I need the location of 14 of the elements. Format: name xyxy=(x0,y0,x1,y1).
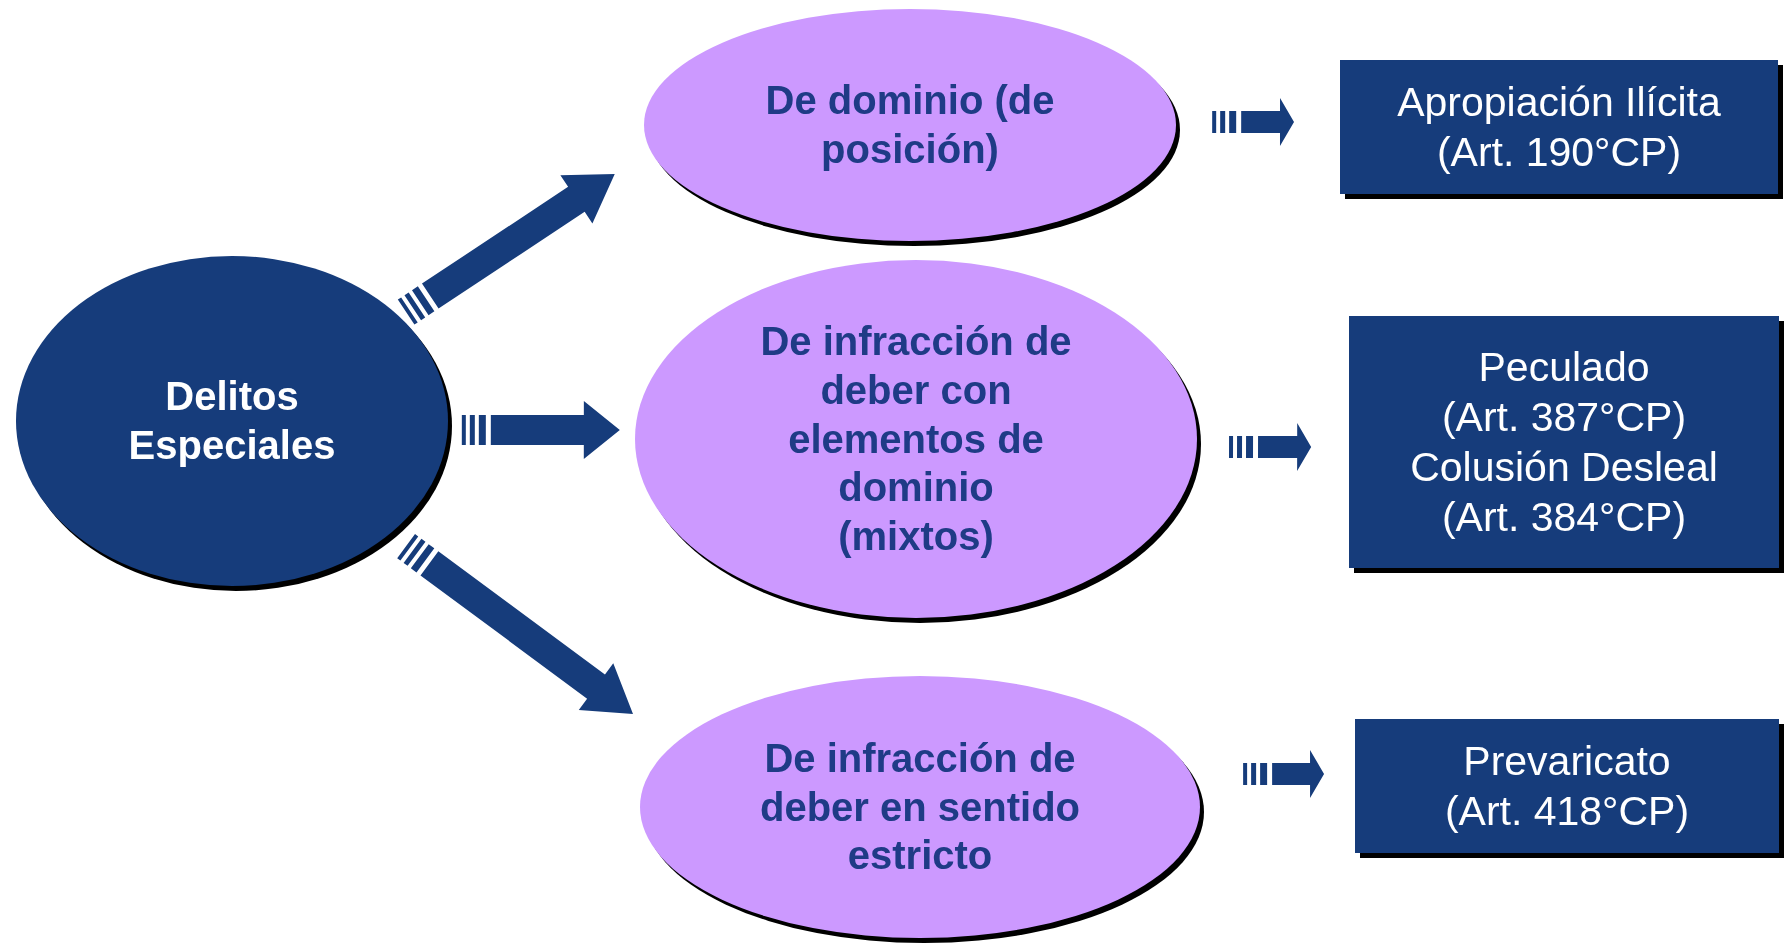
article-label: Apropiación Ilícita (Art. 190°CP) xyxy=(1396,78,1722,177)
block-arrow xyxy=(1272,749,1325,798)
block-arrow xyxy=(1241,98,1294,147)
node-label: Delitos Especiales xyxy=(127,373,337,469)
node-label: De dominio (de posición) xyxy=(764,77,1056,173)
block-arrow xyxy=(490,401,620,459)
block-arrow xyxy=(420,551,633,714)
block-arrow xyxy=(422,173,615,309)
article-label: Colusión Desleal (Art. 384°CP) xyxy=(1409,443,1719,542)
node-label: De infracción de deber con elementos de dominio (mixtos) xyxy=(759,318,1073,561)
node-label: De infracción de deber en sentido estricto xyxy=(758,734,1082,880)
block-arrow xyxy=(1258,423,1312,471)
article-label: Peculado (Art. 387°CP) xyxy=(1440,342,1688,442)
article-label: Prevaricato (Art. 418°CP) xyxy=(1443,737,1691,836)
